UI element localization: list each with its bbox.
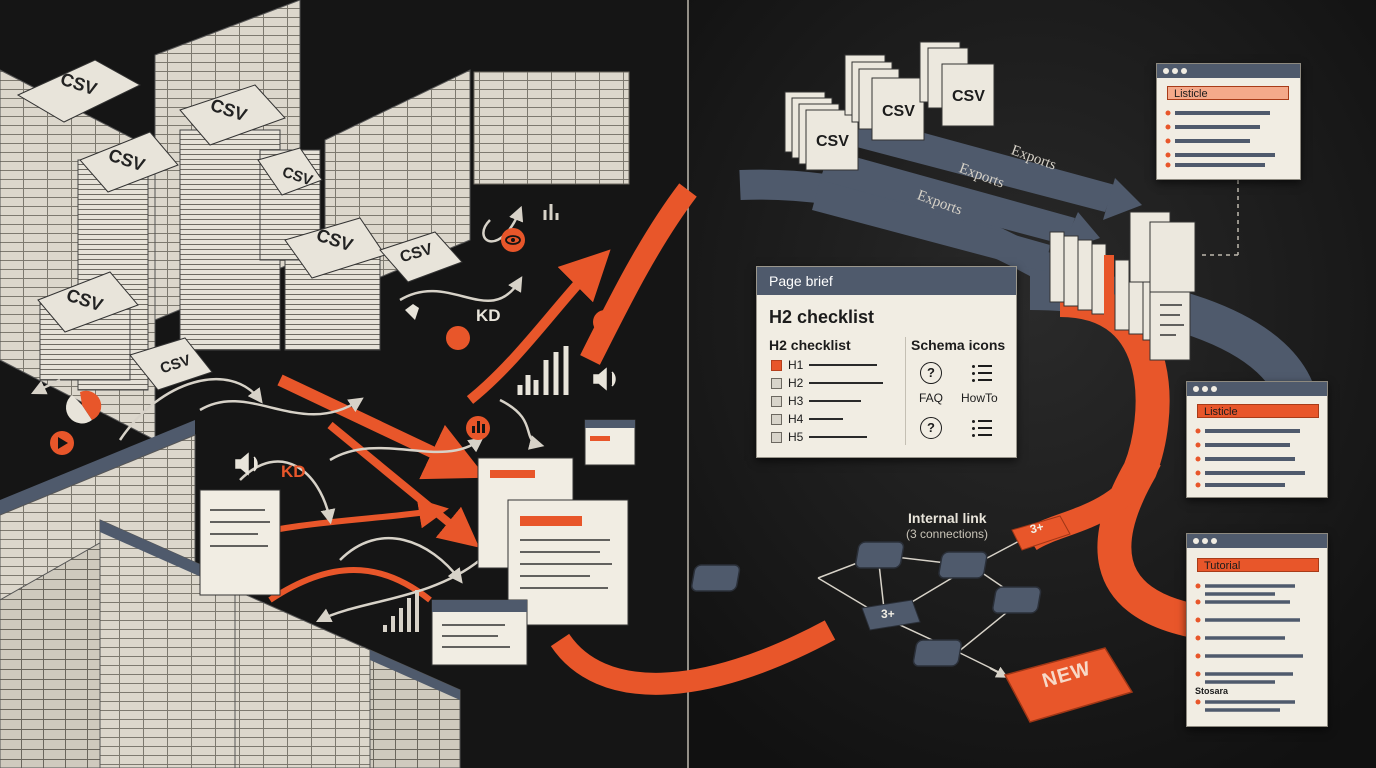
left-icons: [50, 204, 617, 632]
internal-link-graph: [690, 515, 1134, 723]
csv-label: CSV: [952, 88, 985, 105]
template-tag: Listicle: [1197, 404, 1319, 418]
page-brief-title: H2 checklist: [769, 307, 875, 327]
right-csv-stacks: [784, 41, 1196, 361]
question-icon: ?: [920, 417, 942, 439]
left-documents: [199, 419, 636, 666]
schema-heading: Schema icons: [911, 337, 1006, 353]
template-window-tutorial[interactable]: Tutorial Stosara: [1186, 533, 1328, 727]
page-brief-card: Page brief H2 checklist H2 checklist Sch…: [756, 266, 1017, 458]
schema-faq-label: FAQ: [919, 391, 944, 405]
badge-count: 3+: [881, 607, 895, 621]
heading-item-h1[interactable]: H1: [771, 358, 878, 372]
list-icon: [972, 419, 994, 437]
internal-link-subtitle: (3 connections): [906, 527, 989, 541]
brief-divider: [905, 337, 906, 445]
question-icon: ?: [920, 362, 942, 384]
template-window-listicle[interactable]: Listicle: [1156, 63, 1301, 180]
kd-label: KD: [281, 462, 306, 481]
internal-link-title: Internal link: [908, 510, 987, 526]
template-lines: [1195, 428, 1305, 488]
page-brief-header: Page brief: [757, 267, 1016, 295]
template-extra-label: Stosara: [1195, 686, 1229, 696]
csv-stacks: [16, 59, 463, 391]
checklist-heading: H2 checklist: [769, 337, 851, 353]
schema-howto-label: HowTo: [961, 391, 998, 405]
heading-item-h3[interactable]: H3: [771, 394, 862, 408]
list-icon: [972, 364, 994, 382]
template-lines: [1195, 583, 1303, 712]
template-lines: [1165, 110, 1275, 168]
template-window-listicle-2[interactable]: Listicle: [1186, 381, 1328, 498]
heading-item-h4[interactable]: H4: [771, 412, 844, 426]
heading-item-h5[interactable]: H5: [771, 430, 868, 444]
template-tag: Listicle: [1167, 86, 1289, 100]
template-tag: Tutorial: [1197, 558, 1319, 572]
heading-item-h2[interactable]: H2: [771, 376, 884, 390]
csv-label: CSV: [816, 133, 849, 150]
csv-label: CSV: [882, 103, 915, 120]
kd-label: KD: [476, 306, 501, 325]
